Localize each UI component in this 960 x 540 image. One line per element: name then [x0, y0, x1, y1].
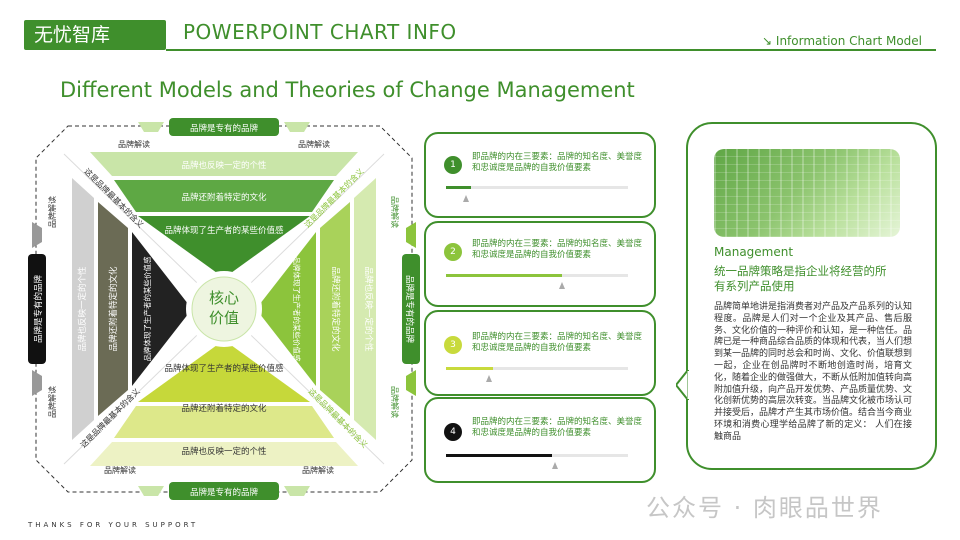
card-progress-marker [559, 282, 565, 289]
card-text: 即品牌的内在三要素：品牌的知名度、美誉度和忠诚度是品牌的自我价值要素 [472, 152, 643, 173]
reading-label-right-top: 品牌解读 [390, 196, 400, 228]
right-tab [402, 254, 420, 364]
left-band-2 [98, 202, 128, 416]
info-card-1: 1 即品牌的内在三要素：品牌的知名度、美誉度和忠诚度是品牌的自我价值要素 [424, 132, 656, 218]
right-bottom-chevron [406, 370, 416, 396]
bottom-band-1-label: 品牌体现了生产者的某些价值感 [164, 363, 284, 374]
bottom-right-chevron [284, 486, 310, 496]
reading-label-right-bottom: 品牌解读 [390, 386, 400, 418]
watermark: 公众号 · 肉眼品世界 [646, 494, 883, 522]
top-band-2 [114, 180, 334, 212]
top-band-1 [90, 152, 358, 176]
card-text: 即品牌的内在三要素：品牌的知名度、美誉度和忠诚度是品牌的自我价值要素 [472, 332, 643, 353]
bottom-tab-label: 品牌是专有的品牌 [190, 487, 259, 498]
card-progress-marker [463, 195, 469, 202]
building-photo [714, 149, 900, 237]
card-text: 即品牌的内在三要素：品牌的知名度、美誉度和忠诚度是品牌的自我价值要素 [472, 239, 643, 260]
reading-label-left-top: 品牌解读 [47, 196, 57, 228]
top-band-2-label: 品牌还附着特定的文化 [181, 192, 267, 203]
header-divider [166, 49, 936, 51]
bottom-left-chevron [138, 486, 164, 496]
brand-logo: 无忧智库 [24, 20, 166, 50]
page-title: Different Models and Theories of Change … [60, 78, 635, 102]
panel-body: 品牌简单地讲是指消费者对产品及产品系列的认知程度。品牌是人们对一个企业及其产品、… [714, 302, 913, 442]
top-band-3-label: 品牌体现了生产者的某些价值感 [164, 225, 284, 236]
top-band-1-label: 品牌也反映一定的个性 [181, 160, 267, 171]
top-band-3 [138, 216, 310, 278]
card-progress-track [446, 274, 628, 277]
center-label-line-2: 价值 [209, 309, 239, 327]
right-band-3 [354, 178, 376, 440]
top-tab-label: 品牌是专有的品牌 [190, 123, 259, 134]
reading-label-top-left: 品牌解读 [118, 139, 150, 149]
left-tab [28, 254, 46, 364]
bottom-band-2-label: 品牌还附着特定的文化 [181, 403, 267, 414]
left-tab-label: 品牌是专有的品牌 [33, 275, 44, 344]
panel-label: Management [714, 245, 794, 259]
right-tab-label: 品牌是专有的品牌 [404, 275, 415, 344]
card-progress-marker [486, 375, 492, 382]
bottom-band-2 [114, 406, 334, 438]
bottom-band-3 [90, 442, 358, 466]
header-right-label: ↘ Information Chart Model [762, 34, 922, 48]
info-card-3: 3 即品牌的内在三要素：品牌的知名度、美誉度和忠诚度是品牌的自我价值要素 [424, 310, 656, 396]
header-title: POWERPOINT CHART INFO [183, 20, 457, 44]
card-number-badge: 3 [444, 336, 462, 354]
card-progress-track [446, 454, 628, 457]
card-number-badge: 2 [444, 243, 462, 261]
card-progress-fill [446, 367, 494, 370]
card-progress-fill [446, 454, 552, 457]
reading-label-bottom-left: 品牌解读 [104, 465, 136, 475]
top-left-chevron [138, 122, 164, 132]
left-band-3-label: 品牌体现了生产者的某些价值感 [142, 256, 152, 361]
card-progress-fill [446, 274, 563, 277]
panel-pointer [676, 370, 690, 400]
right-band-3-label: 品牌也反映一定的个性 [363, 266, 374, 352]
card-progress-track [446, 186, 628, 189]
top-right-chevron [284, 122, 310, 132]
info-card-4: 4 即品牌的内在三要素：品牌的知名度、美誉度和忠诚度是品牌的自我价值要素 [424, 397, 656, 483]
reading-label-left-bottom: 品牌解读 [47, 386, 57, 418]
card-number-badge: 1 [444, 156, 462, 174]
left-band-2-label: 品牌还附着特定的文化 [108, 266, 119, 352]
right-band-1 [256, 232, 316, 386]
left-band-1-label: 品牌也反映一定的个性 [77, 266, 88, 352]
reading-label-top-right: 品牌解读 [298, 139, 330, 149]
right-top-chevron [406, 222, 416, 248]
left-band-3 [132, 232, 192, 386]
bottom-band-1 [138, 340, 310, 402]
right-band-1-label: 品牌体现了生产者的某些价值感 [292, 257, 302, 362]
card-text: 即品牌的内在三要素：品牌的知名度、美誉度和忠诚度是品牌的自我价值要素 [472, 417, 643, 438]
top-tab [169, 118, 279, 136]
right-band-2 [320, 202, 350, 416]
card-progress-fill [446, 186, 472, 189]
left-top-chevron [32, 222, 42, 248]
panel-subtitle: 统一品牌策略是指企业将经营的所有系列产品使用 [714, 264, 887, 293]
center-label-line-1: 核心 [209, 289, 239, 307]
center-circle [191, 276, 257, 342]
card-progress-track [446, 367, 628, 370]
right-band-2-label: 品牌还附着特定的文化 [330, 266, 341, 352]
bottom-band-3-label: 品牌也反映一定的个性 [181, 446, 267, 457]
bottom-tab [169, 482, 279, 500]
left-bottom-chevron [32, 370, 42, 396]
left-band-1 [72, 178, 94, 440]
info-card-2: 2 即品牌的内在三要素：品牌的知名度、美誉度和忠诚度是品牌的自我价值要素 [424, 221, 656, 307]
footer-text: THANKS FOR YOUR SUPPORT [28, 521, 199, 529]
reading-label-bottom-right: 品牌解读 [302, 465, 334, 475]
brand-value-diagram: 品牌是专有的品牌 品牌是专有的品牌 品牌是专有的品牌 品牌是专有的品牌 品牌也反… [28, 118, 420, 500]
card-progress-marker [552, 462, 558, 469]
card-number-badge: 4 [444, 423, 462, 441]
